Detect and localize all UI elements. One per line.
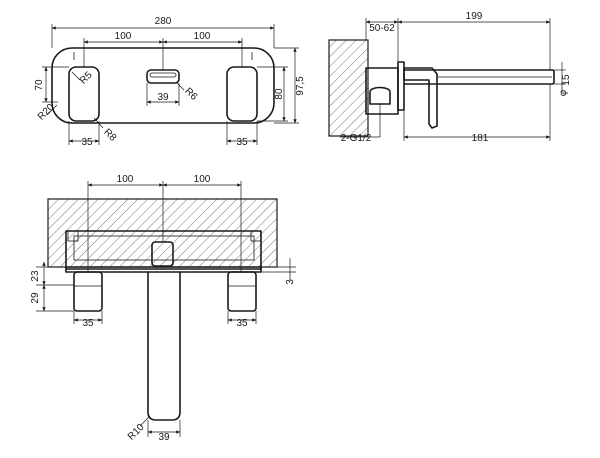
dim-35-left-label: 35 (81, 137, 93, 148)
top-dim-100-left-label: 100 (117, 174, 134, 185)
top-valve-housing-inner (73, 235, 255, 261)
side-backplate (397, 61, 405, 111)
dim-97-5-label: 97,5 (295, 76, 306, 96)
dim-39-label: 39 (157, 92, 169, 103)
front-right-handle (226, 66, 258, 122)
top-dim-35-left-label: 35 (82, 318, 94, 329)
radius-r8-label: R8 (101, 127, 118, 144)
dim-199-label: 199 (466, 11, 483, 22)
top-fitting-left (67, 230, 79, 242)
inlet-2-g1-2-label: 2-G1/2 (341, 133, 372, 144)
dim-70-label: 70 (34, 79, 45, 91)
leader-r8 (93, 117, 104, 129)
dim-35-right-label: 35 (236, 137, 248, 148)
top-spout (147, 271, 181, 421)
radius-r5-label: R5 (78, 70, 95, 87)
top-dim-29-label: 29 (30, 292, 41, 304)
top-view: 100 100 23 29 3 35 35 R10 39 (30, 174, 296, 443)
side-inlet-connector (369, 86, 391, 105)
top-dim-35-right-label: 35 (236, 318, 248, 329)
top-valve-housing (65, 230, 262, 270)
dim-15-label: 15 (561, 74, 572, 86)
side-spout (403, 69, 555, 85)
dim-280-label: 280 (155, 16, 172, 27)
top-fitting-right (250, 230, 262, 242)
top-wall (47, 198, 278, 268)
leader-r6 (175, 81, 185, 91)
side-view: 50-62 199 181 2-G1/2 15 φ (328, 11, 572, 144)
top-central-valve (151, 241, 174, 267)
leader-r10 (139, 415, 151, 427)
dim-181-label: 181 (472, 133, 489, 144)
top-left-handle (73, 271, 103, 312)
front-spout-outlet-inner (149, 72, 177, 78)
top-dim-23-label: 23 (30, 270, 41, 282)
dim-15-phi: φ (558, 89, 569, 96)
dim-100-left-label: 100 (115, 31, 132, 42)
front-view: 280 100 100 70 80 97,5 R5 R20 R8 R6 (34, 16, 306, 148)
dim-50-62-label: 50-62 (369, 23, 395, 34)
dim-80-label: 80 (274, 88, 285, 100)
leader-r20 (46, 104, 58, 116)
top-radius-r10-label: R10 (126, 422, 147, 443)
side-wall (328, 39, 369, 137)
top-dim-3-label: 3 (285, 279, 296, 285)
dim-100-right-label: 100 (194, 31, 211, 42)
front-spout-outlet (146, 69, 180, 84)
top-backplate (65, 266, 262, 273)
top-dim-100-right-label: 100 (194, 174, 211, 185)
top-dim-39-label: 39 (158, 432, 170, 443)
radius-r6-label: R6 (182, 86, 199, 103)
leader-r5 (71, 71, 81, 81)
side-handle (403, 67, 438, 129)
radius-r20-label: R20 (36, 102, 57, 123)
top-right-handle (227, 271, 257, 312)
